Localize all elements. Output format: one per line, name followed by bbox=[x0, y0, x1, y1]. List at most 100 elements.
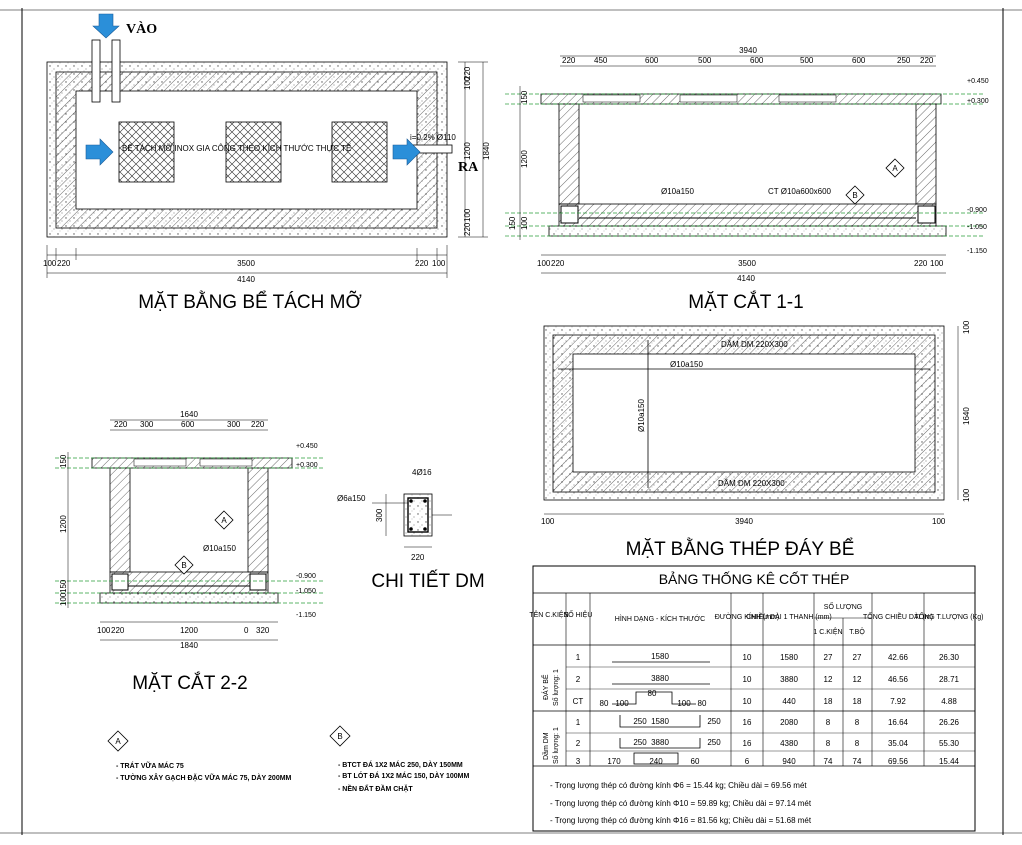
flow-arrow-icon bbox=[85, 138, 114, 166]
s11-level-4: -1.150 bbox=[967, 248, 987, 255]
steel-dim-r1: 1640 bbox=[962, 407, 971, 425]
plan-dim-r0: 220 bbox=[463, 66, 472, 80]
table-cell-shape-dim: 1580 bbox=[651, 652, 669, 661]
legend-b-line-2: - NỀN ĐẤT ĐẦM CHẶT bbox=[338, 783, 413, 793]
s22-bot-1: 220 bbox=[111, 626, 125, 635]
summary-2: - Trọng lượng thép có đường kính Φ16 = 8… bbox=[550, 816, 812, 825]
s22-rebar: Ø10a150 bbox=[203, 544, 236, 553]
s11-level-0: +0.450 bbox=[967, 78, 989, 85]
steel-dim-b1: 3940 bbox=[735, 517, 753, 526]
table-cell-shape-dim: 250 bbox=[633, 738, 647, 747]
table-cell-id: 2 bbox=[576, 739, 581, 748]
table-cell-id: CT bbox=[573, 697, 584, 706]
plan-dim-r2: 1200 bbox=[463, 142, 472, 160]
table-cell-d: 16 bbox=[743, 718, 752, 727]
s22-left-3: 100 bbox=[59, 592, 68, 606]
plan-dim-r4: 220 bbox=[463, 222, 472, 236]
s22-level-0: +0.450 bbox=[296, 443, 318, 450]
table-cell-shape-dim: 80 bbox=[600, 699, 609, 708]
table-cell-len: 440 bbox=[782, 697, 796, 706]
table-cell-len: 1580 bbox=[780, 653, 798, 662]
plan-dim-b3: 220 bbox=[415, 259, 429, 268]
table-cell-len: 2080 bbox=[780, 718, 798, 727]
plan-title: MẶT BẰNG BỂ TÁCH MỠ bbox=[138, 291, 362, 313]
plan-dim-r3: 100 bbox=[463, 208, 472, 222]
s11-level-3: -1.050 bbox=[967, 224, 987, 231]
s11-top-4: 600 bbox=[750, 56, 764, 65]
steel-plan-title: MẶT BẰNG THÉP ĐÁY BỂ bbox=[626, 538, 855, 560]
s22-level-3: -1.050 bbox=[296, 588, 316, 595]
legend-a-line-1: - TƯỜNG XÂY GẠCH ĐẶC VỮA MÁC 75, DÀY 200… bbox=[116, 773, 292, 782]
steel-beam-bottom: DẦM DM 220X300 bbox=[718, 478, 785, 488]
legend bbox=[107, 725, 351, 752]
th-total-length: TỔNG CHIỀU DÀI (m) bbox=[863, 611, 933, 621]
group2-label: Dầm DM bbox=[541, 732, 550, 760]
steel-dim-b2: 100 bbox=[932, 517, 946, 526]
s22-top-0: 220 bbox=[114, 420, 128, 429]
th-qty-one: 1 C.KIỆN bbox=[813, 627, 842, 636]
text-layer: VÀO RA BỂ TÁCH MỠ INOX GIA CÔNG THEO KÍC… bbox=[43, 20, 989, 825]
steel-rebar-h: Ø10a150 bbox=[670, 360, 703, 369]
steel-beam-top: DẦM DM 220X300 bbox=[721, 339, 788, 349]
s22-top-2: 600 bbox=[181, 420, 195, 429]
outlet-arrow-icon bbox=[392, 138, 421, 166]
s11-left-2: 150 bbox=[508, 216, 517, 230]
s11-bot-3: 220 bbox=[914, 259, 928, 268]
s11-left-3: 100 bbox=[520, 216, 529, 230]
th-qty: SỐ LƯỢNG bbox=[824, 601, 862, 611]
table-cell-n1: 8 bbox=[826, 718, 831, 727]
table-cell-shape-dim: 3880 bbox=[651, 674, 669, 683]
summary-1: - Trọng lượng thép có đường kính Φ10 = 5… bbox=[550, 799, 812, 808]
s22-level-1: +0.300 bbox=[296, 462, 318, 469]
detail-dm-view bbox=[372, 493, 452, 548]
plan-dim-b2: 3500 bbox=[237, 259, 255, 268]
table-cell-shape-dim: 3880 bbox=[651, 738, 669, 747]
table-cell-d: 10 bbox=[743, 653, 752, 662]
s22-top-4: 220 bbox=[251, 420, 265, 429]
s11-bot-total: 4140 bbox=[737, 274, 755, 283]
table-cell-d: 16 bbox=[743, 739, 752, 748]
table-cell-n1: 8 bbox=[826, 739, 831, 748]
s11-left-1: 1200 bbox=[520, 150, 529, 168]
th-diameter: ĐƯỜNG KÍNH (mm) bbox=[715, 612, 779, 621]
outlet-label: RA bbox=[458, 160, 479, 175]
table-cell-len: 940 bbox=[782, 757, 796, 766]
th-id: SỐ HIỆU bbox=[564, 609, 593, 619]
s22-bot-4: 320 bbox=[256, 626, 270, 635]
table-cell-id: 1 bbox=[576, 718, 581, 727]
table-cell-shape-dim: 100 bbox=[677, 699, 691, 708]
table-cell-tw: 26.26 bbox=[939, 718, 960, 727]
summary-0: - Trọng lượng thép có đường kính Φ6 = 15… bbox=[550, 781, 807, 790]
s11-left-0: 150 bbox=[520, 90, 529, 104]
table-cell-n1: 74 bbox=[824, 757, 833, 766]
s11-bot-2: 3500 bbox=[738, 259, 756, 268]
legend-b-line-1: - BT LÓT ĐÁ 1X2 MÁC 150, DÀY 100MM bbox=[338, 771, 470, 780]
s11-ct: CT Ø10a600x600 bbox=[768, 187, 832, 196]
table-cell-nt: 18 bbox=[853, 697, 862, 706]
s11-tag-b: B bbox=[852, 191, 857, 200]
s22-tag-b: B bbox=[181, 561, 186, 570]
s11-top-3: 500 bbox=[698, 56, 712, 65]
th-shape: HÌNH DẠNG - KÍCH THƯỚC bbox=[615, 614, 705, 623]
s11-top-8: 220 bbox=[920, 56, 934, 65]
dm-height: 300 bbox=[375, 508, 384, 522]
table-title: BẢNG THỐNG KÊ CỐT THÉP bbox=[659, 570, 850, 587]
s22-left-0: 150 bbox=[59, 454, 68, 468]
inlet-label: VÀO bbox=[126, 20, 157, 37]
table-cell-shape-dim: 250 bbox=[707, 717, 721, 726]
th-total-weight: TỔNG T.LƯỢNG (Kg) bbox=[914, 612, 983, 621]
table-cell-shape-dim: 80 bbox=[648, 689, 657, 698]
inlet-arrow-icon bbox=[92, 13, 120, 39]
detail-dm-title: CHI TIẾT DM bbox=[371, 570, 484, 592]
table-cell-d: 6 bbox=[745, 757, 750, 766]
table-cell-tw: 55.30 bbox=[939, 739, 960, 748]
table-cell-tl: 35.04 bbox=[888, 739, 909, 748]
s11-tag-a: A bbox=[892, 164, 898, 173]
legend-b-tag: B bbox=[337, 732, 342, 741]
plan-dim-rtotal: 1840 bbox=[482, 142, 491, 160]
plan-dim-b1: 220 bbox=[57, 259, 71, 268]
table-cell-d: 10 bbox=[743, 697, 752, 706]
